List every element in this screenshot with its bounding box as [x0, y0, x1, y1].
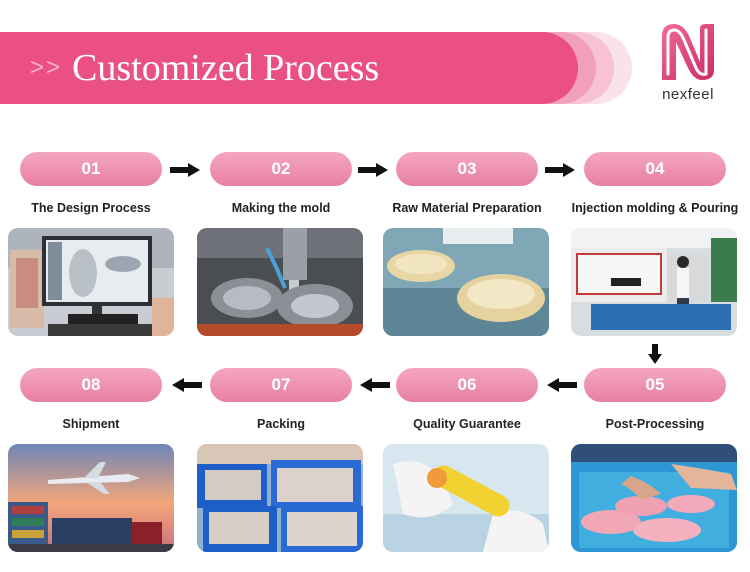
step-06-label: Quality Guarantee	[413, 417, 521, 431]
banner-arrows: >>	[30, 54, 63, 81]
step-06-number: 06	[396, 368, 538, 402]
post-processing-photo	[571, 444, 737, 552]
step-05-label: Post-Processing	[605, 417, 705, 431]
brand-name: nexfeel	[662, 86, 714, 103]
arrow-down-icon	[648, 344, 662, 364]
design-computer-photo	[8, 228, 174, 336]
arrow-right-icon	[170, 163, 200, 177]
step-05-number: 05	[584, 368, 726, 402]
arrow-left-icon	[172, 378, 202, 392]
step-08-number: 08	[20, 368, 162, 402]
step-04-number: 04	[584, 152, 726, 186]
packing-photo	[197, 444, 363, 552]
arrow-left-icon	[547, 378, 577, 392]
step-01-number: 01	[20, 152, 162, 186]
step-02-label: Making the mold	[231, 201, 331, 215]
step-02-number: 02	[210, 152, 352, 186]
step-03-number: 03	[396, 152, 538, 186]
banner-title: >> Customized Process	[30, 32, 379, 104]
step-07-label: Packing	[257, 417, 305, 431]
step-03-label: Raw Material Preparation	[392, 201, 542, 215]
mold-machining-photo	[197, 228, 363, 336]
arrow-left-icon	[360, 378, 390, 392]
raw-material-photo	[383, 228, 549, 336]
injection-machine-photo	[571, 228, 737, 336]
step-01-label: The Design Process	[31, 201, 151, 215]
n-monogram-icon	[662, 24, 714, 80]
page-title: Customized Process	[72, 47, 380, 89]
step-04-label: Injection molding & Pouring	[571, 201, 739, 215]
arrow-right-icon	[545, 163, 575, 177]
quality-check-photo	[383, 444, 549, 552]
step-07-number: 07	[210, 368, 352, 402]
shipment-photo	[8, 444, 174, 552]
step-08-label: Shipment	[62, 417, 120, 431]
banner-ring-inner	[0, 32, 578, 104]
brand-logo: nexfeel	[648, 22, 728, 112]
arrow-right-icon	[358, 163, 388, 177]
header-banner: >> Customized Process	[0, 32, 640, 104]
